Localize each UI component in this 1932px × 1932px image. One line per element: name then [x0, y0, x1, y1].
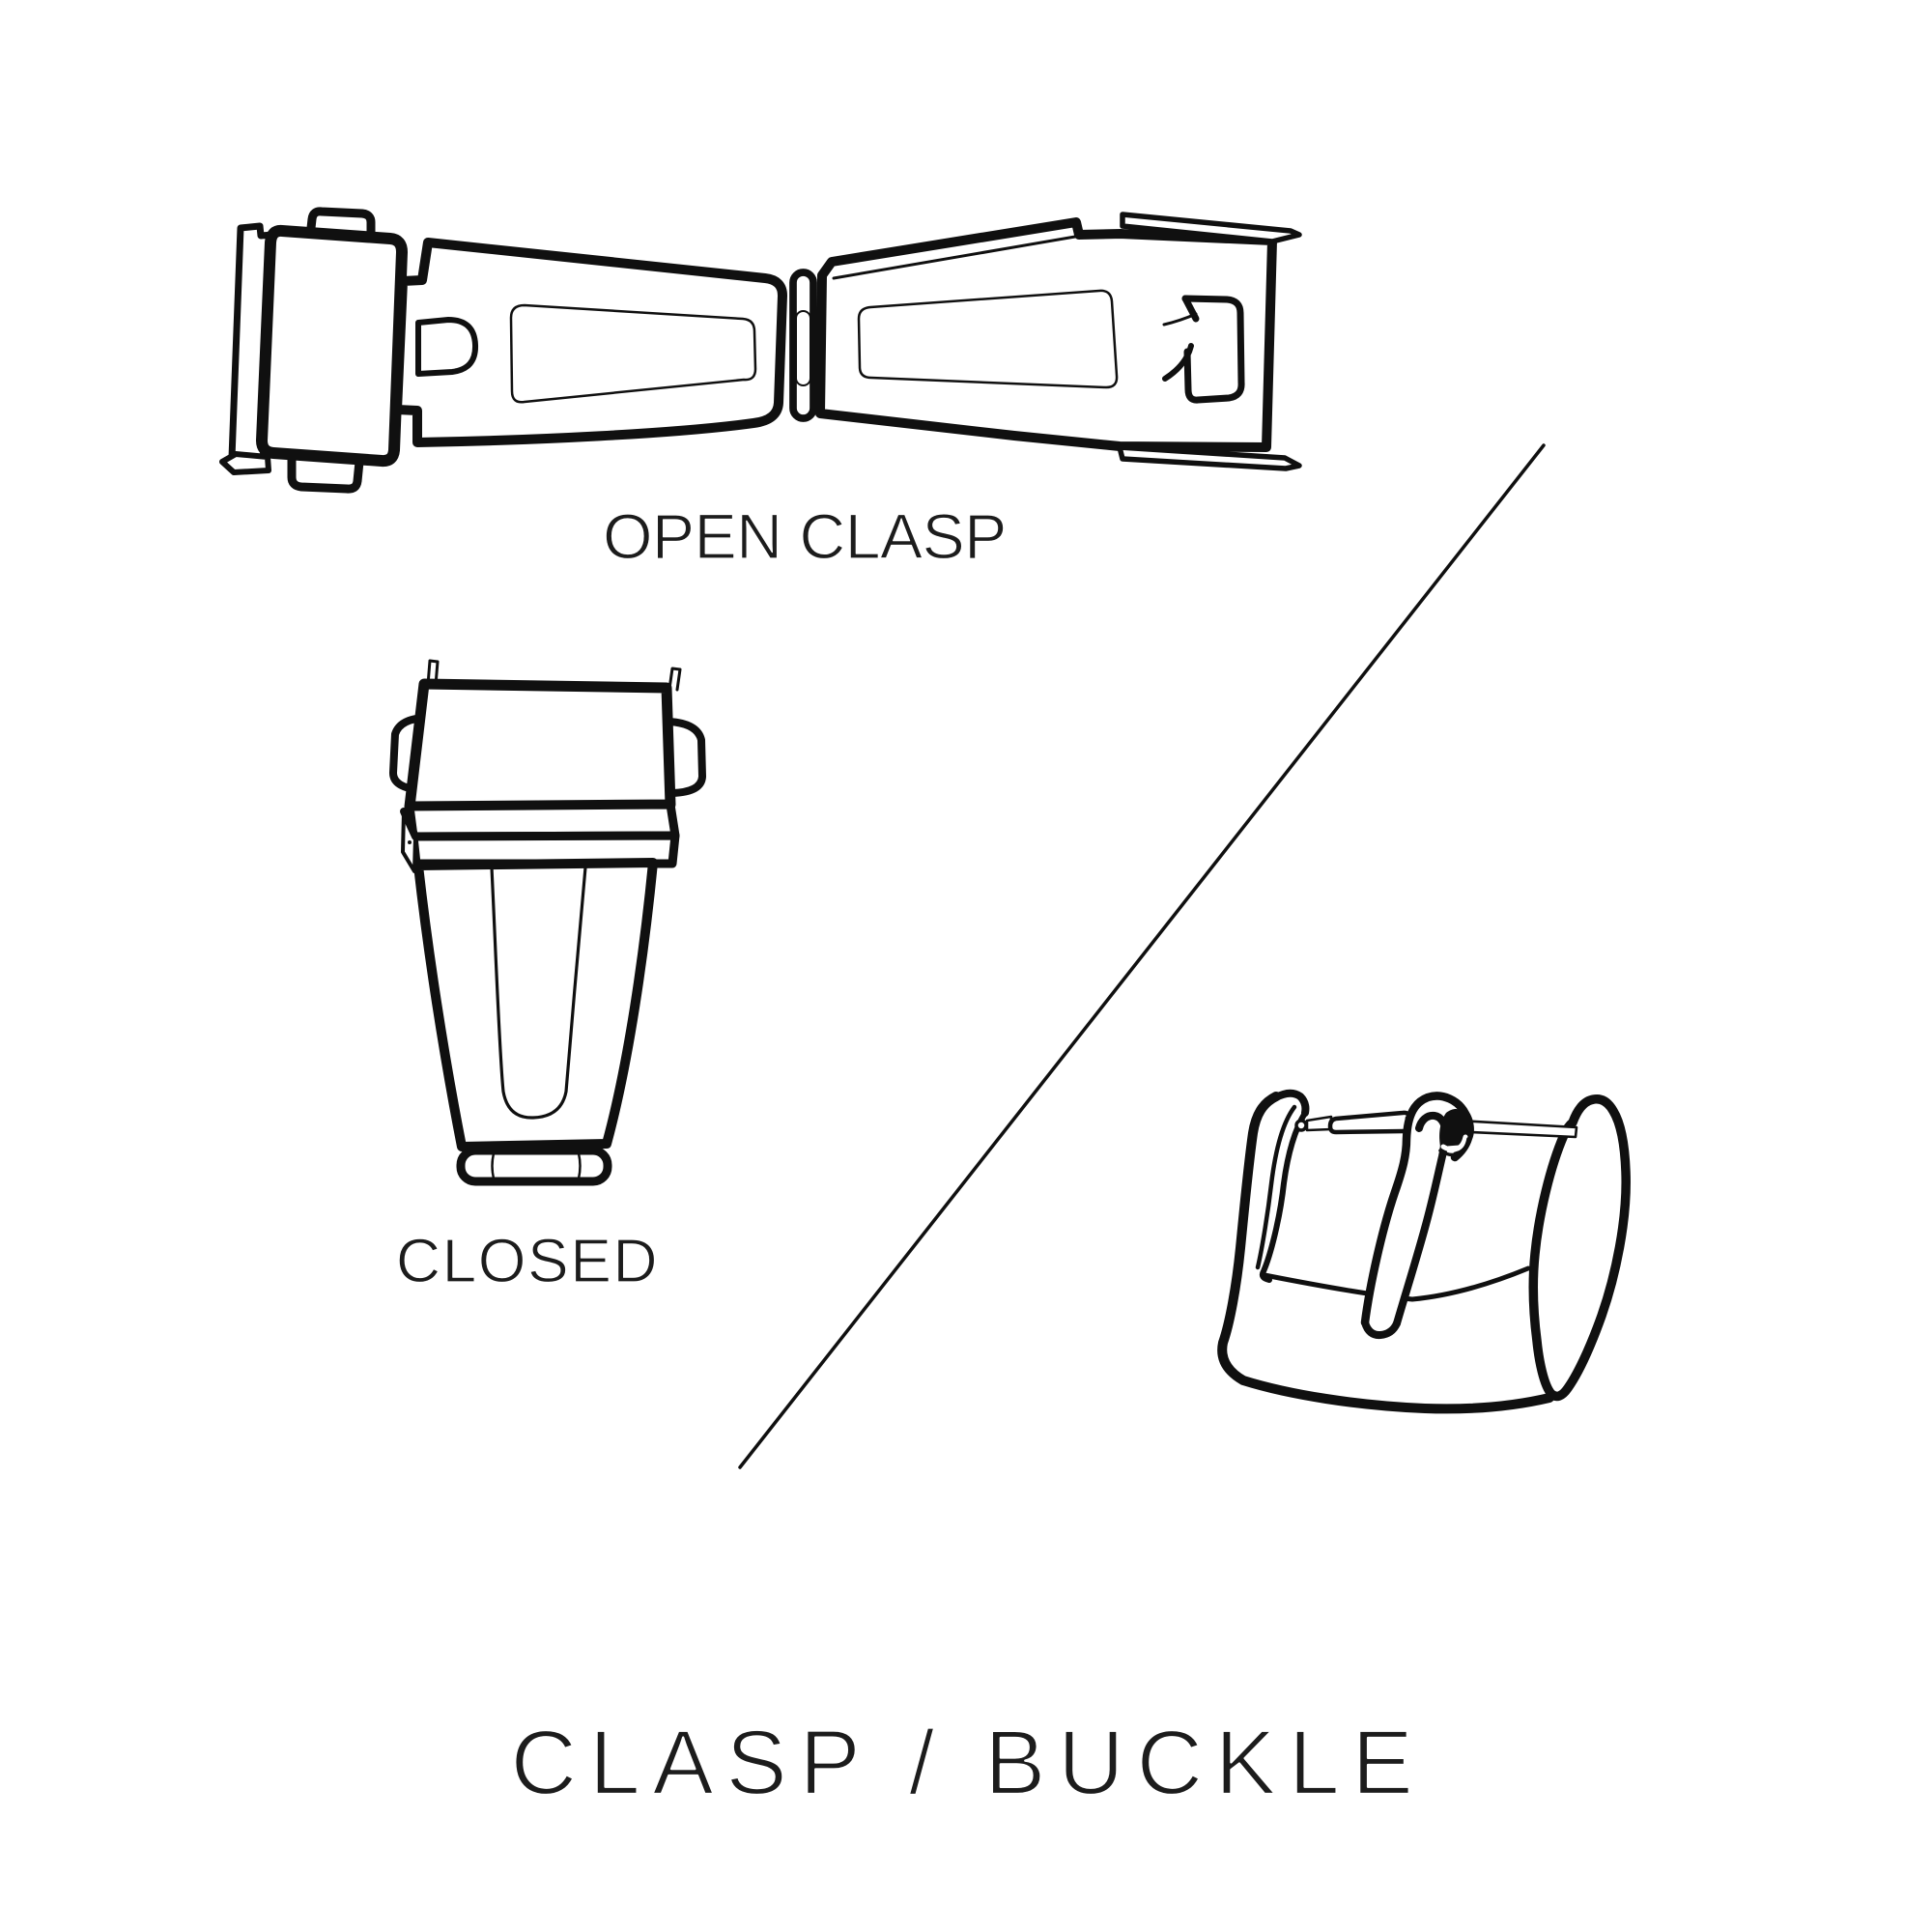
svg-text:CLOSED: CLOSED: [396, 1226, 659, 1295]
svg-text:CLASP / BUCKLE: CLASP / BUCKLE: [511, 1712, 1426, 1814]
svg-text:OPEN CLASP: OPEN CLASP: [603, 500, 1007, 572]
